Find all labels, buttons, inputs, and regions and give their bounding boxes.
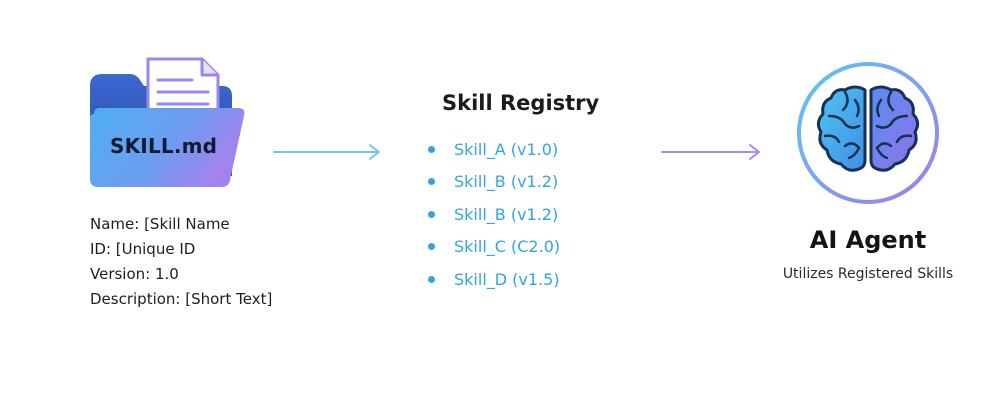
folder-document-icon (90, 57, 245, 187)
skill-registry-list: Skill_A (v1.0) Skill_B (v1.2) Skill_B (v… (428, 133, 560, 296)
registry-item-label: Skill_C (C2.0) (454, 237, 561, 257)
metadata-id-field: ID: [Unique ID (90, 240, 196, 258)
registry-item: Skill_A (v1.0) (428, 133, 560, 166)
metadata-name-field: Name: [Skill Name (90, 215, 230, 233)
skill-metadata-list: Name: [Skill Name ID: [Unique ID Version… (90, 212, 272, 312)
bullet-icon (428, 210, 435, 218)
ai-agent-badge (795, 60, 941, 206)
agent-subtitle: Utilizes Registered Skills (782, 266, 954, 282)
registry-item-label: Skill_B (v1.2) (454, 204, 559, 224)
agent-title: AI Agent (809, 226, 927, 254)
arrow-right-icon (273, 144, 380, 160)
metadata-version-field: Version: 1.0 (90, 265, 179, 283)
registry-item: Skill_D (v1.5) (428, 263, 560, 296)
brain-icon (797, 62, 939, 204)
registry-item: Skill_B (v1.2) (428, 198, 560, 231)
skill-file-folder: SKILL.md (84, 56, 249, 196)
registry-item: Skill_C (C2.0) (428, 231, 560, 264)
registry-item-label: Skill_B (v1.2) (454, 172, 559, 192)
registry-item-label: Skill_D (v1.5) (454, 269, 560, 289)
bullet-icon (428, 145, 435, 153)
bullet-icon (428, 243, 435, 251)
arrow-right-icon (661, 144, 760, 160)
skill-file-name: SKILL.md (110, 134, 218, 158)
bullet-icon (428, 275, 435, 283)
metadata-description-field: Description: [Short Text] (90, 290, 273, 308)
bullet-icon (428, 178, 435, 186)
registry-item: Skill_B (v1.2) (428, 166, 560, 199)
registry-title: Skill Registry (442, 91, 600, 115)
registry-item-label: Skill_A (v1.0) (454, 139, 559, 159)
